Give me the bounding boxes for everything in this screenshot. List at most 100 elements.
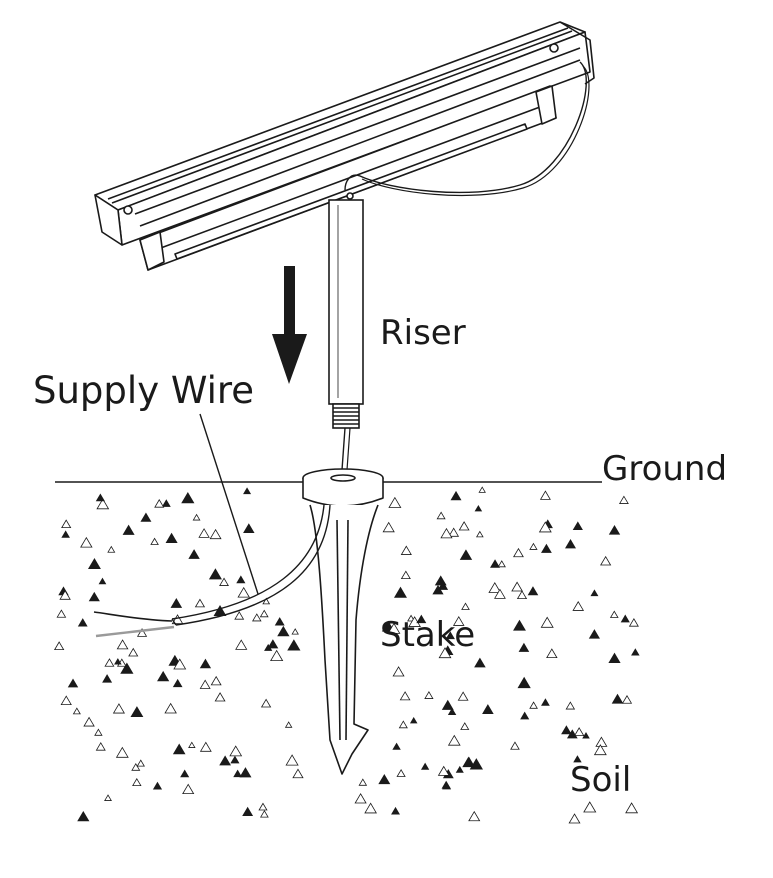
soil-speck [618, 495, 629, 504]
soil-speck [593, 744, 607, 756]
soil-speck [236, 575, 246, 584]
soil-speck [437, 581, 449, 590]
soil-speck [88, 591, 100, 602]
soil-speck [628, 618, 639, 627]
soil-speck [611, 693, 624, 704]
soil-speck [572, 521, 583, 531]
soil-speck [77, 618, 88, 627]
soil-speck [61, 530, 70, 538]
soil-speck [136, 628, 148, 637]
soil-speck [583, 801, 597, 813]
soil-speck [292, 768, 304, 779]
soil-speck [590, 589, 599, 597]
soil-speck [104, 794, 112, 801]
soil-speck [392, 742, 401, 750]
soil-speck [182, 783, 195, 795]
soil-speck [173, 658, 187, 670]
soil-speck [513, 619, 526, 631]
soil-speck [392, 666, 405, 677]
soil-speck [102, 674, 113, 683]
soil-speck [72, 707, 81, 715]
riser-pipe [328, 199, 364, 429]
soil-speck [180, 769, 190, 778]
soil-speck [382, 521, 395, 533]
soil-speck [539, 490, 551, 500]
soil-speck [181, 491, 195, 504]
soil-speck [409, 716, 418, 724]
soil-speck [621, 694, 633, 704]
supply-wire-label: Supply Wire [33, 369, 255, 412]
soil-speck [364, 802, 377, 814]
soil-speck [452, 615, 465, 626]
soil-speck [432, 584, 444, 595]
soil-speck [388, 496, 402, 508]
soil-speck [172, 743, 186, 755]
soil-speck [188, 741, 196, 748]
soil-speck [440, 527, 453, 539]
soil-speck [157, 670, 170, 682]
soil-speck [529, 542, 538, 550]
soil-speck [230, 755, 240, 764]
soil-speck [128, 647, 139, 657]
soil-speck [95, 742, 106, 751]
soil-speck [398, 720, 408, 729]
soil-speck [235, 639, 248, 650]
soil-speck [234, 611, 245, 620]
soil-speck [457, 691, 469, 701]
soil-speck [95, 493, 105, 502]
soil-speck [219, 577, 229, 586]
soil-label: Soil [570, 760, 632, 800]
soil-speck [527, 586, 539, 596]
soil-speck [107, 545, 116, 553]
soil-speck [188, 549, 200, 559]
soil-speck [96, 498, 110, 510]
soil-speck [378, 773, 391, 785]
soil-speck [87, 557, 101, 569]
soil-speck [136, 759, 145, 767]
soil-speck [459, 549, 473, 560]
soil-speck [631, 648, 640, 656]
soil-speck [516, 590, 528, 600]
soil-speck [61, 519, 72, 529]
soil-speck [208, 568, 222, 580]
soil-speck [565, 539, 577, 549]
soil-speck [154, 498, 165, 508]
soil-speck [210, 675, 222, 686]
soil-speck [53, 641, 65, 651]
soil-speck [219, 755, 231, 766]
soil-speck [482, 704, 494, 714]
light-fixture [94, 21, 595, 271]
soil-speck [609, 610, 619, 618]
soil-speck [237, 586, 250, 598]
soil-speck [400, 545, 412, 555]
soil-speck [450, 490, 462, 501]
soil-speck [474, 657, 486, 668]
soil-speck [239, 767, 252, 778]
soil-speck [420, 762, 430, 770]
soil-speck [94, 728, 103, 736]
soil-speck [475, 530, 484, 538]
riser-label: Riser [380, 313, 466, 353]
soil-speck [194, 598, 206, 608]
soil-speck [252, 613, 262, 622]
soil-speck [538, 521, 552, 533]
ground-stake [302, 468, 384, 775]
soil-speck [573, 727, 585, 737]
soil-speck [131, 762, 141, 771]
soil-speck [474, 504, 483, 512]
soil-speck [582, 732, 590, 739]
down-arrow-icon [272, 266, 307, 384]
soil-speck [112, 703, 125, 714]
soil-speck [572, 600, 585, 611]
soil-speck [260, 810, 269, 818]
soil-speck [513, 547, 524, 558]
soil-speck [438, 647, 452, 659]
soil-speck [59, 589, 71, 600]
soil-speck [565, 701, 576, 710]
soil-speck [541, 543, 552, 553]
soil-speck [441, 699, 454, 710]
soil-speck [122, 524, 135, 535]
soil-speck [494, 588, 506, 599]
soil-speck [150, 537, 159, 545]
